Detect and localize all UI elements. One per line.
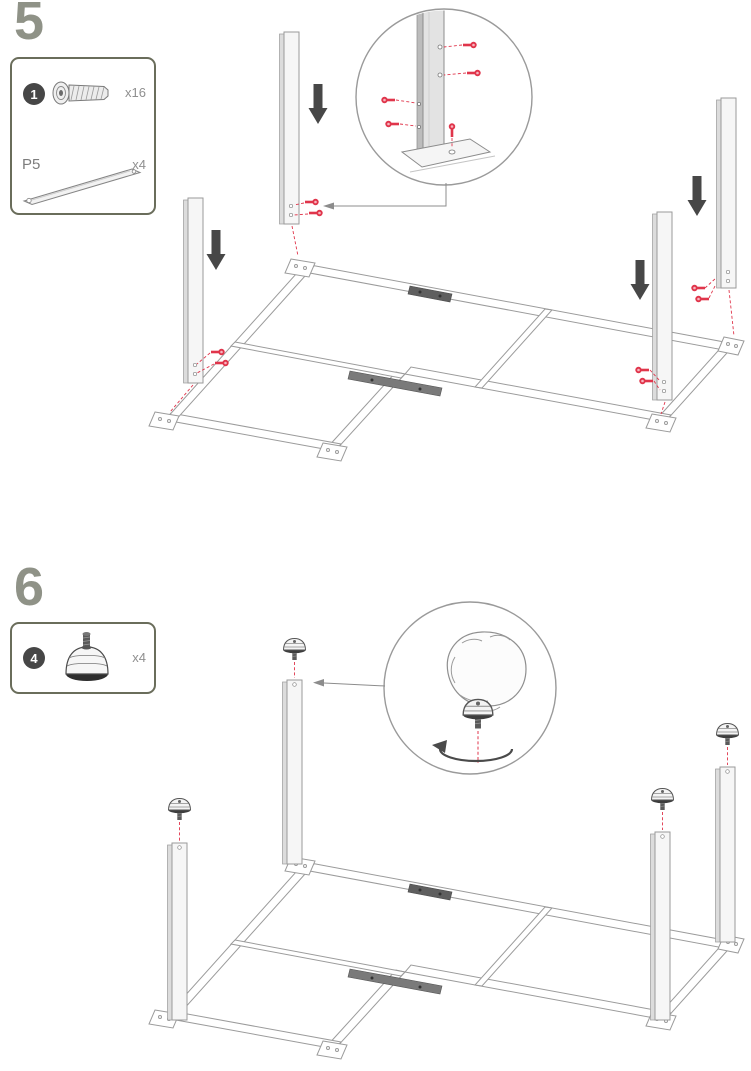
leg-center [282, 679, 303, 865]
part-badge: 1 [23, 83, 45, 105]
step-6-parts-box: 4 x4 [10, 622, 156, 694]
folding-brackets [347, 285, 453, 397]
desk-frame [164, 861, 736, 1050]
desk-frame [164, 263, 736, 452]
step-5-parts-box: 1 x16 P5 x4 [10, 57, 156, 215]
leveling-foot-icon [65, 632, 109, 681]
screw-fasteners [169, 198, 735, 415]
callout-pointer-arrow-icon [313, 679, 324, 687]
step-6-number: 6 [14, 557, 45, 617]
corner-plates [148, 258, 745, 462]
leg-rear-left [279, 31, 300, 225]
step-5-illustration [148, 8, 745, 462]
leg-front-left [183, 197, 204, 384]
rotate-arrow-icon [438, 748, 514, 763]
step-6-illustration [148, 601, 745, 1060]
leg-far-right [715, 766, 736, 943]
leveling-feet [168, 638, 739, 841]
step-5-number: 5 [14, 0, 45, 51]
part-badge: 4 [23, 647, 45, 669]
callout-pointer-arrow-icon [323, 202, 334, 210]
part-qty: x16 [125, 85, 146, 100]
part-qty: x4 [132, 650, 146, 665]
leg-far-left [167, 842, 188, 1021]
hand-icon [446, 631, 527, 707]
leg-mid-right [650, 831, 671, 1021]
part-qty: x4 [132, 157, 146, 172]
folding-brackets [347, 883, 453, 995]
detail-callout [313, 601, 557, 775]
part-label: P5 [22, 156, 41, 173]
leg-rear-right [716, 97, 737, 289]
bolt-screw-icon [52, 81, 109, 105]
detail-callout [323, 8, 533, 210]
leg-front-right [652, 211, 673, 401]
support-rail-icon [22, 168, 142, 206]
